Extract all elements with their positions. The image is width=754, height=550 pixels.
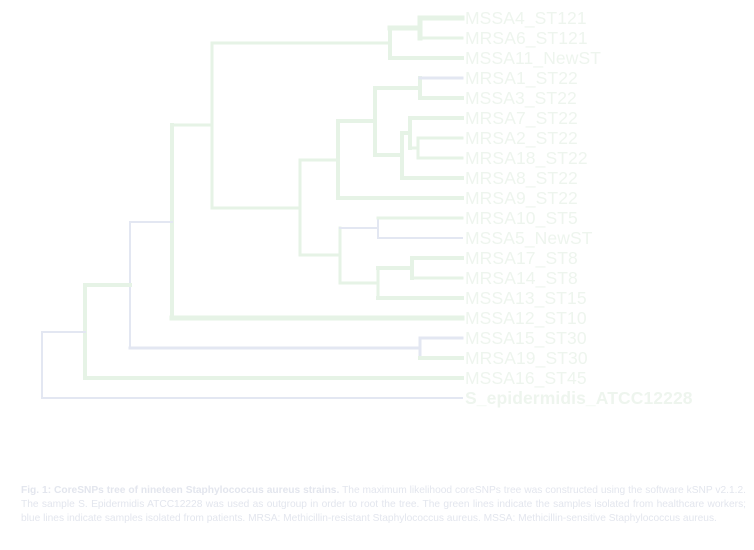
leaf-label-mrsa18: MRSA18_ST22 [465,148,588,168]
caption-body: The maximum likelihood coreSNPs tree was… [21,485,746,524]
leaf-label-mrsa9: MRSA9_ST22 [465,188,578,208]
leaf-label-mssa4: MSSA4_ST121 [465,8,587,28]
leaf-label-mrsa1: MRSA1_ST22 [465,68,578,88]
leaf-label-mrsa6: MRSA6_ST121 [465,28,588,48]
leaf-label-mssa3: MSSA3_ST22 [465,88,577,108]
figure-caption: Fig. 1: CoreSNPs tree of nineteen Staphy… [21,484,746,526]
leaf-label-mssa12: MSSA12_ST10 [465,308,587,328]
leaf-label-mrsa14: MRSA14_ST8 [465,268,578,288]
caption-lead: Fig. 1: CoreSNPs tree of nineteen Staphy… [21,485,340,496]
leaf-label-sepi: S_epidermidis_ATCC12228 [465,388,693,408]
leaf-label-mssa15: MSSA15_ST30 [465,328,587,348]
phylogenetic-tree [41,15,465,399]
leaf-label-mrsa7: MRSA7_ST22 [465,108,578,128]
leaf-label-mrsa19: MRSA19_ST30 [465,348,588,368]
leaf-label-mssa5: MSSA5_NewST [465,228,593,248]
leaf-label-mrsa10: MRSA10_ST5 [465,208,578,228]
leaf-label-mrsa8: MRSA8_ST22 [465,168,578,188]
leaf-label-mssa11: MSSA11_NewST [465,48,602,68]
leaf-label-mssa16: MSSA16_ST45 [465,368,587,388]
leaf-label-mssa13: MSSA13_ST15 [465,288,587,308]
leaf-label-mrsa2: MRSA2_ST22 [465,128,578,148]
leaf-label-mrsa17: MRSA17_ST8 [465,248,578,268]
